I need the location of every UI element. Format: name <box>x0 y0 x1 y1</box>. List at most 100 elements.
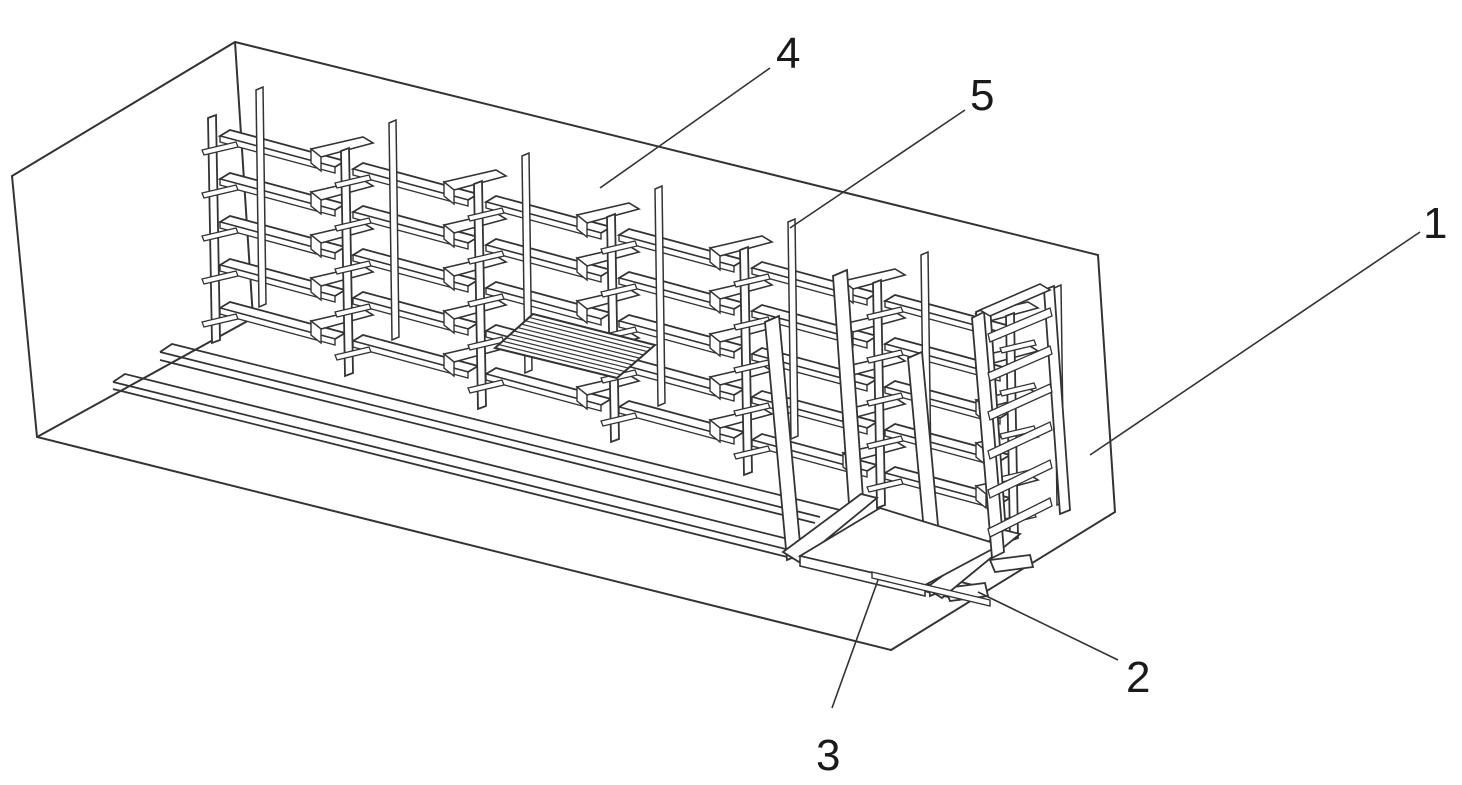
rail-front-top <box>112 373 986 589</box>
shelf-lip <box>618 234 735 273</box>
rack-post-back <box>255 85 267 309</box>
rack-arm <box>201 227 239 242</box>
pallet-block-side <box>709 375 721 401</box>
label-5: 5 <box>970 71 994 120</box>
pallet-block-side <box>709 289 721 315</box>
rack-arm <box>733 273 771 288</box>
grid-bar <box>506 337 629 369</box>
rack-post <box>739 245 753 477</box>
shelf-lip <box>618 277 735 316</box>
shelf-lip <box>219 221 336 260</box>
leader-1 <box>1089 231 1421 456</box>
rail-back-base <box>159 359 816 524</box>
shelf-lip <box>352 211 469 250</box>
shelf-lip <box>485 201 602 240</box>
label-1: 1 <box>1423 199 1447 248</box>
rack-arm <box>600 283 638 298</box>
rack-arm <box>866 349 904 364</box>
rack-arm <box>334 174 372 189</box>
pallet-block-side <box>576 299 588 325</box>
rack-arm <box>866 392 904 407</box>
rack-arm <box>334 303 372 318</box>
rack-arm <box>999 382 1037 397</box>
shelf-lip <box>485 244 602 283</box>
rack-arm <box>467 293 505 308</box>
ladder-rung <box>987 497 1053 538</box>
leader-lines <box>599 67 1421 709</box>
carriage-frame-a-base <box>781 493 879 564</box>
shelf-lip <box>219 135 336 174</box>
leader-2 <box>977 591 1119 661</box>
pallet-block-side <box>310 190 322 216</box>
rack-arm <box>334 260 372 275</box>
rail-end-block-2 <box>988 554 1035 573</box>
rail-back-lower <box>159 351 821 518</box>
pallet-block-side <box>709 418 721 444</box>
ladder-rung <box>987 383 1053 421</box>
leader-5 <box>789 109 966 229</box>
pallet-block-side <box>443 309 455 335</box>
rack-arm <box>733 402 771 417</box>
rack-post <box>207 113 221 345</box>
ladder-rung <box>987 345 1053 382</box>
rack-arm <box>201 313 239 328</box>
label-4: 4 <box>776 29 800 78</box>
pallet-block-side <box>310 233 322 259</box>
rack-arm <box>334 346 372 361</box>
rack-arm <box>999 339 1037 354</box>
rack-arm <box>866 306 904 321</box>
rack-arm <box>467 250 505 265</box>
rack-post <box>872 278 886 510</box>
rack-post-back <box>787 217 799 441</box>
rack-arm <box>201 184 239 199</box>
pallet-block-side <box>443 223 455 249</box>
rack-arm <box>201 141 239 156</box>
shelf-lip <box>352 168 469 207</box>
grid-tray <box>492 312 658 380</box>
shelf-lip <box>618 320 735 359</box>
rack-arm <box>467 379 505 394</box>
pallet-block-side <box>576 213 588 239</box>
ladder-top <box>978 283 1052 317</box>
end-ladder-frame <box>971 283 1071 560</box>
rack-post-back <box>654 184 666 408</box>
rack-post-back <box>388 118 400 342</box>
shelf-lip <box>352 297 469 336</box>
rack-arm <box>334 217 372 232</box>
pallet-block-side <box>709 246 721 272</box>
shelf-lip <box>219 178 336 217</box>
grid-bar <box>525 320 648 353</box>
grid-bar <box>502 340 625 372</box>
label-2: 2 <box>1126 653 1150 702</box>
pallet-block-side <box>443 352 455 378</box>
pallet-block-side <box>443 266 455 292</box>
pallet-block-side <box>975 484 987 510</box>
pallet-block-side <box>310 319 322 345</box>
label-3: 3 <box>816 731 840 780</box>
shelf-lip <box>485 287 602 326</box>
rack-arm <box>600 412 638 427</box>
shelf-lip <box>219 264 336 303</box>
rack-arm <box>733 445 771 460</box>
carriage-runner <box>871 571 991 607</box>
grid-bar <box>529 316 652 349</box>
pallet-block-side <box>709 332 721 358</box>
rack-arm <box>866 435 904 450</box>
grid-bar <box>521 323 644 356</box>
ladder-rung <box>987 421 1053 460</box>
pallet-block-side <box>443 180 455 206</box>
leader-3 <box>831 579 879 709</box>
shelf-lip <box>352 254 469 293</box>
ladder-rung <box>987 307 1053 343</box>
grid-bar <box>510 333 633 366</box>
rack-arm <box>866 478 904 493</box>
grid-bar <box>513 330 637 363</box>
rack-post <box>340 146 354 378</box>
rack-arm <box>467 207 505 222</box>
shelf-lip <box>884 343 1001 382</box>
pallet-block-side <box>576 256 588 282</box>
ladder-rung <box>987 459 1053 499</box>
pallet-block-side <box>310 276 322 302</box>
grid-bar <box>517 327 640 359</box>
pallet-block-side <box>576 385 588 411</box>
